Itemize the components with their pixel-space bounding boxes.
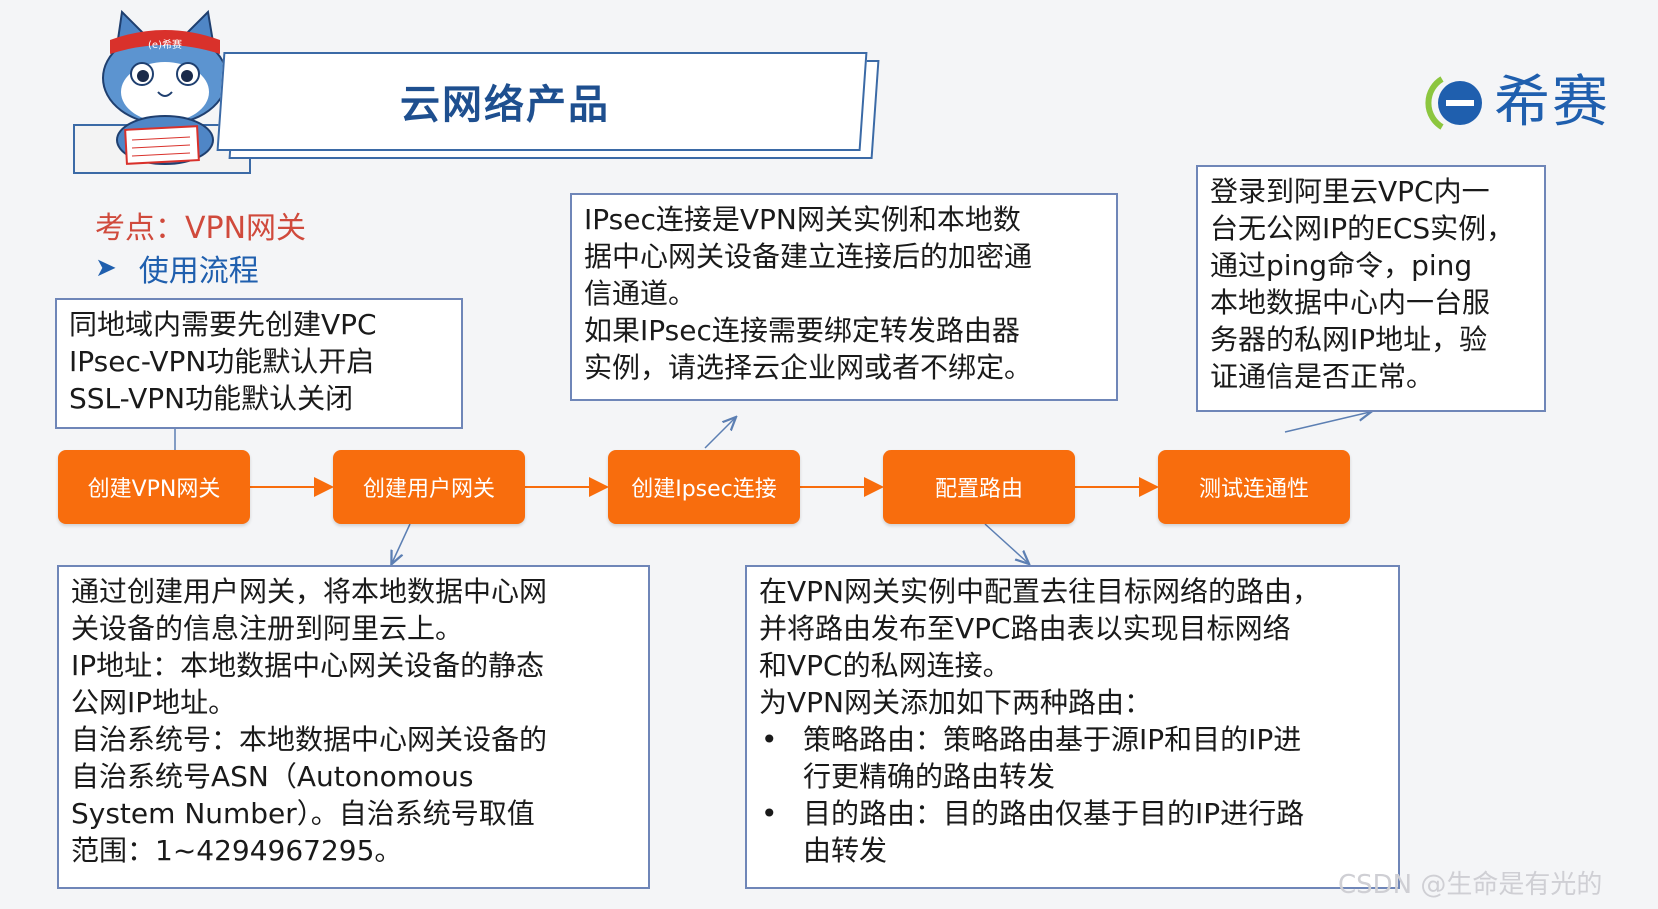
note-user-gateway: 通过创建用户网关，将本地数据中心网 关设备的信息注册到阿里云上。 IP地址：本地… xyxy=(57,565,650,889)
note-line: 同地域内需要先创建VPC xyxy=(69,308,377,341)
note-line: 在VPN网关实例中配置去往目标网络的路由， xyxy=(759,575,1320,608)
note-configure-route: 在VPN网关实例中配置去往目标网络的路由， 并将路由发布至VPC路由表以实现目标… xyxy=(745,565,1400,889)
xisai-logo-icon xyxy=(1425,76,1482,130)
note-line: IP地址：本地数据中心网关设备的静态 xyxy=(71,649,545,682)
step-configure-route[interactable]: 配置路由 xyxy=(883,450,1075,524)
step-create-ipsec-connection[interactable]: 创建Ipsec连接 xyxy=(608,450,800,524)
bullet-text: 目的路由：目的路由仅基于目的IP进行路 xyxy=(803,797,1305,830)
bullet-item: • 策略路由：策略路由基于源IP和目的IP进 xyxy=(759,721,1386,758)
usage-flow-label: 使用流程 xyxy=(138,254,259,289)
bullet-item: • 目的路由：目的路由仅基于目的IP进行路 xyxy=(759,795,1386,832)
note-gateway-prereq: 同地域内需要先创建VPC IPsec-VPN功能默认开启 SSL-VPN功能默认… xyxy=(55,298,463,429)
note-test-connectivity: 登录到阿里云VPC内一 台无公网IP的ECS实例， 通过ping命令，ping … xyxy=(1196,165,1546,412)
note-line: IPsec-VPN功能默认开启 xyxy=(69,345,375,378)
note-line: 如果IPsec连接需要绑定转发路由器 xyxy=(584,314,1020,347)
bullet-continuation: 由转发 xyxy=(759,832,1386,869)
note-line: 关设备的信息注册到阿里云上。 xyxy=(71,612,464,645)
note-line: 本地数据中心内一台服 xyxy=(1210,286,1491,319)
brand-logo: 希赛 xyxy=(1420,68,1640,138)
note-line: 通过创建用户网关，将本地数据中心网 xyxy=(71,575,548,608)
pointer-route-note xyxy=(984,523,1028,563)
note-line: 范围：1~4294967295。 xyxy=(71,834,403,867)
note-line: 信通道。 xyxy=(584,277,697,310)
note-line: 台无公网IP的ECS实例， xyxy=(1210,212,1515,245)
usage-flow-heading: ➤ 使用流程 xyxy=(95,246,259,290)
note-line: 登录到阿里云VPC内一 xyxy=(1210,175,1490,208)
note-line: IPsec连接是VPN网关实例和本地数 xyxy=(584,203,1021,236)
note-line: 务器的私网IP地址，验 xyxy=(1210,323,1488,356)
note-line: 据中心网关设备建立连接后的加密通 xyxy=(584,240,1033,273)
exam-point-label: 考点：VPN网关 xyxy=(95,211,307,246)
bullet-dot-icon: • xyxy=(761,797,778,830)
note-line: 和VPC的私网连接。 xyxy=(759,649,1011,682)
step-test-connectivity[interactable]: 测试连通性 xyxy=(1158,450,1350,524)
note-ipsec-connection: IPsec连接是VPN网关实例和本地数 据中心网关设备建立连接后的加密通 信通道… xyxy=(570,193,1118,401)
note-line: SSL-VPN功能默认关闭 xyxy=(69,382,354,415)
note-line: System Number）。自治系统号取值 xyxy=(71,797,535,830)
bullet-continuation: 行更精确的路由转发 xyxy=(759,758,1386,795)
bullet-dot-icon: • xyxy=(761,723,778,756)
step-create-user-gateway[interactable]: 创建用户网关 xyxy=(333,450,525,524)
note-line: 自治系统号：本地数据中心网关设备的 xyxy=(71,723,548,756)
bullet-text: 由转发 xyxy=(803,834,888,867)
note-line: 公网IP地址。 xyxy=(71,686,237,719)
csdn-watermark: CSDN @生命是有光的 xyxy=(1338,870,1603,900)
note-line: 证通信是否正常。 xyxy=(1210,360,1435,393)
headband-text: (e)希赛 xyxy=(148,38,182,51)
pointer-ipsec-note xyxy=(704,418,735,449)
arrow-bullet-icon: ➤ xyxy=(95,253,117,283)
mascot-cat-illustration: (e)希赛 xyxy=(73,9,251,174)
pointer-user-gateway-note xyxy=(392,523,411,563)
pointer-test-note xyxy=(1284,412,1370,433)
bullet-text: 行更精确的路由转发 xyxy=(803,760,1056,793)
note-line: 为VPN网关添加如下两种路由： xyxy=(759,686,1152,719)
logo-text: 希赛 xyxy=(1494,70,1610,135)
step-create-vpn-gateway[interactable]: 创建VPN网关 xyxy=(58,450,250,524)
note-line: 实例，请选择云企业网或者不绑定。 xyxy=(584,351,1033,384)
note-line: 通过ping命令，ping xyxy=(1210,249,1473,282)
note-line: 自治系统号ASN（Autonomous xyxy=(71,760,474,793)
note-line: 并将路由发布至VPC路由表以实现目标网络 xyxy=(759,612,1291,645)
slide-title: 云网络产品 xyxy=(400,82,610,128)
bullet-text: 策略路由：策略路由基于源IP和目的IP进 xyxy=(803,723,1302,756)
